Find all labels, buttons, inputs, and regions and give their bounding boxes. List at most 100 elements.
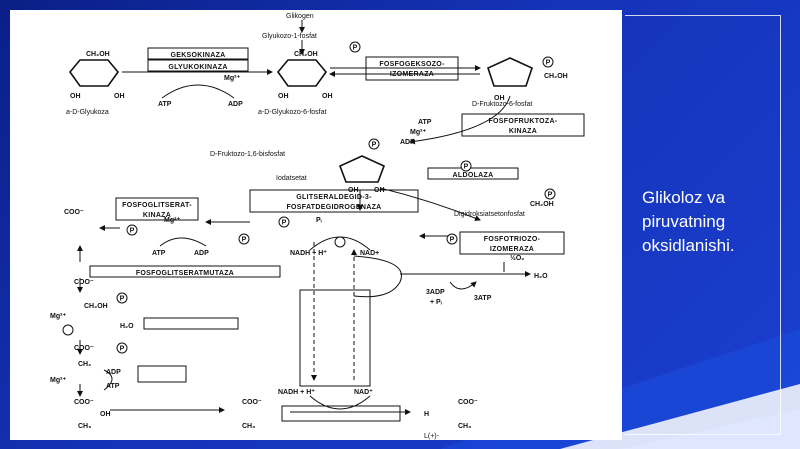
arrow-hexokinase-curve (161, 84, 235, 99)
p-label: P (130, 228, 135, 235)
f16bp-ring (338, 155, 386, 183)
arrow-pfk (409, 95, 511, 145)
glucose-ring (68, 59, 120, 87)
chem-coo: COO⁻ (64, 209, 84, 216)
cofactor-atp: ATP (418, 119, 432, 126)
caption-line-3: oksidlanishi. (642, 236, 735, 255)
slide-caption: Glikoloz va piruvatning oksidlanishi. (642, 186, 792, 258)
box-gapdh (249, 189, 419, 213)
p-label: P (464, 164, 469, 171)
p-label: P (372, 142, 377, 149)
enzyme-aldolaza: ALDOLAZA (453, 172, 494, 179)
label-dhap: Digidroksiatsetonfosfat (454, 211, 525, 218)
p-label: P (120, 346, 125, 353)
p-label: P (450, 237, 455, 244)
cofactor-mg: Mg²⁺ (224, 75, 240, 82)
etc-loop (353, 255, 402, 298)
p-label: P (353, 45, 358, 52)
cofactor-mg: Mg²⁺ (410, 129, 426, 136)
glycolysis-diagram: P P P P P P P P P P P Glikogen Glyukozo-… (10, 10, 622, 440)
chem-coo: COO⁻ (74, 345, 94, 352)
cofactor-mg: Mg²⁺ (50, 313, 66, 320)
cofactor-nad: NAD+ (360, 250, 379, 257)
enzyme-fosfofruktoza-1: FOSFOFRUKTOZA- (488, 118, 557, 125)
chem-coo: COO⁻ (242, 399, 262, 406)
cofactor-pi: Pᵢ (316, 217, 322, 224)
glycolysis-svg: P P P P P P P P P P P Glikogen Glyukozo-… (50, 13, 585, 440)
chem-oh: OH (278, 93, 289, 100)
p-circle-gap2 (238, 233, 250, 245)
cofactor-atp: ATP (158, 101, 172, 108)
box-pgm (89, 265, 281, 278)
cofactor-adp: ADP (400, 139, 415, 146)
label-f16bp: D-Fruktozo-1,6-bisfosfat (210, 151, 285, 158)
box-empty-1 (143, 317, 239, 330)
enzyme-gapdh-2: FOSFATDEGIDROGENAZA (286, 204, 381, 211)
label-glikogen: Glikogen (286, 13, 314, 20)
caption-line-2: piruvatning (642, 212, 726, 231)
p-circle-f16-1 (368, 138, 380, 150)
chem-ch3: CH₃ (242, 423, 255, 430)
p-circle-g1p (349, 41, 361, 53)
label-g1p: Glyukozo-1-fosfat (262, 33, 317, 40)
g6p-ring (276, 59, 328, 87)
box-geksokinaza (147, 47, 249, 60)
f6p-ring (487, 57, 533, 87)
cofactor-nadh-2: NADH + H⁺ (278, 389, 315, 396)
p-circle-pep (116, 342, 128, 354)
chem-ch2oh-g6p: CH₂OH (294, 51, 318, 58)
chem-oh: OH (374, 187, 385, 194)
label-glyukoza: a-D-Glyukoza (66, 109, 109, 116)
enzyme-tpi-1: FOSFOTRIOZO- (484, 236, 541, 243)
cofactor-atp: ATP (152, 250, 166, 257)
arrow-pk-curve (103, 369, 113, 391)
p-circle-gap (446, 233, 458, 245)
enzyme-fosfogeksozo-2: IZOMERAZA (390, 71, 434, 78)
chem-ch2oh-glc: CH₂OH (86, 51, 110, 58)
p-circle-3pg (126, 224, 138, 236)
enzyme-geksokinaza: GEKSOKINAZA (170, 52, 225, 59)
chem-coo: COO⁻ (458, 399, 478, 406)
chem-oh: OH (114, 93, 125, 100)
p-label: P (546, 60, 551, 67)
cofactor-nad-2: NAD⁺ (354, 389, 373, 396)
chem-ch2oh-f6p: CH₂OH (544, 73, 568, 80)
chem-oh: OH (70, 93, 81, 100)
arrow-adp-atp (449, 281, 477, 290)
box-empty-3 (281, 405, 401, 422)
label-f6p: D-Fruktozo-6-fosfat (472, 101, 532, 108)
box-glyukokinaza (147, 59, 249, 72)
enzyme-glyukokinaza: GLYUKOKINAZA (168, 64, 227, 71)
chem-oh: OH (322, 93, 333, 100)
p-circle-bpg (278, 216, 290, 228)
chem-oh: OH (494, 95, 505, 102)
chem-oh: OH (100, 411, 111, 418)
enzyme-pgk-2: KINAZA (143, 212, 171, 219)
cofactor-nadh: NADH + H⁺ (290, 250, 327, 257)
enzyme-pgk-1: FOSFOGLITSERAT- (122, 202, 192, 209)
cofactor-mg: Mg²⁺ (50, 377, 66, 384)
arrow-pgk-curve (159, 237, 207, 247)
label-lactate: L(+)- (424, 433, 440, 440)
mg-circle (62, 324, 74, 336)
cofactor-3pi: + Pᵢ (430, 299, 442, 306)
cofactor-o2: ½O₂ (510, 254, 524, 262)
cofactor-3atp: 3ATP (474, 295, 492, 302)
chem-ch2oh-2pg: CH₂OH (84, 303, 108, 310)
chem-ch3: CH₃ (78, 423, 91, 430)
p-circle-2pg (116, 292, 128, 304)
p-label: P (548, 192, 553, 199)
caption-line-1: Glikoloz va (642, 188, 726, 207)
arrow-ldh-curve (309, 395, 371, 410)
chem-oh: OH (348, 187, 359, 194)
arrow-aldolase (379, 187, 481, 221)
p-label: P (282, 220, 287, 227)
box-fosfofruktoza (461, 113, 585, 137)
enzyme-fosfogeksozo-1: FOSFOGEKSOZO- (379, 61, 445, 68)
p-circle-f6p (542, 56, 554, 68)
cofactor-adp: ADP (228, 101, 243, 108)
p-label: P (120, 296, 125, 303)
chem-coo: COO⁻ (74, 279, 94, 286)
cofactor-3adp: 3ADP (426, 289, 445, 296)
label-yodatsetat: Iodatsetat (276, 175, 307, 182)
